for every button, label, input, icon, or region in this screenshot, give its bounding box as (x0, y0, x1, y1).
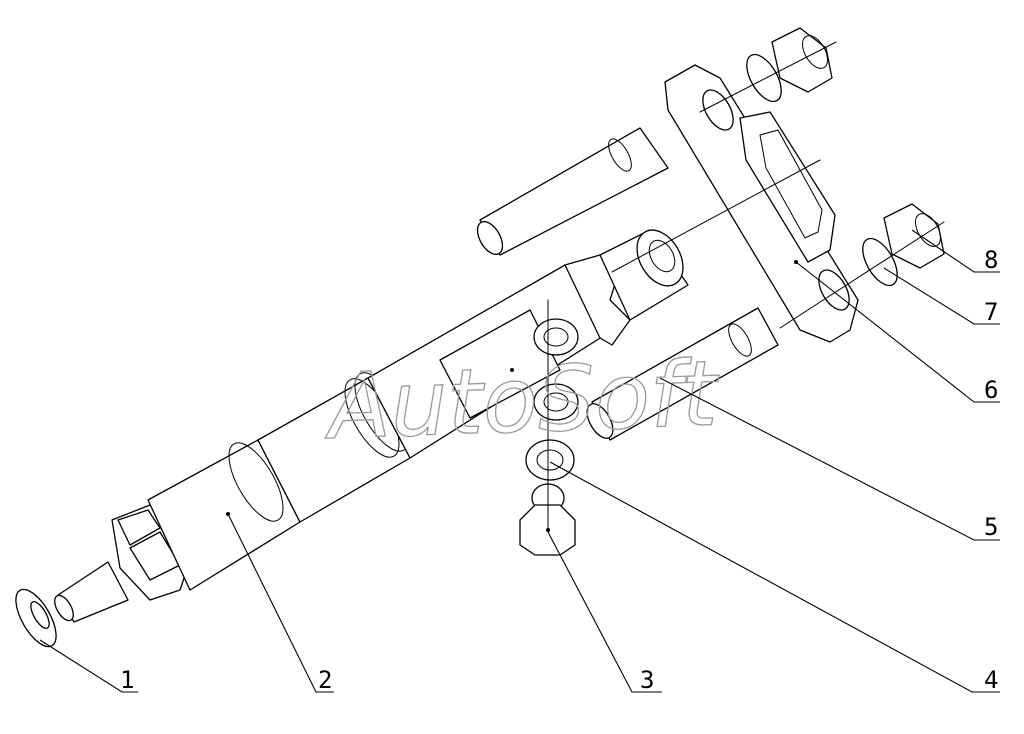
washer-part-1 (15, 588, 57, 648)
callout-5: 5 (659, 377, 1000, 541)
injector-body-part-2 (54, 229, 689, 623)
stud-part-5 (476, 127, 779, 441)
callout-label-6: 6 (984, 376, 998, 404)
callout-6: 6 (795, 261, 1000, 404)
callout-label-2: 2 (318, 666, 332, 694)
callout-label-4: 4 (984, 666, 998, 694)
clamp-plate-part-6 (664, 64, 859, 343)
callout-3: 3 (547, 531, 662, 694)
callout-4: 4 (549, 461, 1000, 694)
callout-label-7: 7 (984, 298, 998, 326)
callout-8: 8 (911, 229, 1000, 274)
watermark-text: AutoSoft (322, 341, 722, 460)
callout-label-8: 8 (984, 246, 998, 274)
callout-7: 7 (883, 267, 1000, 326)
callout-label-5: 5 (984, 513, 998, 541)
seal-ring-part-4 (525, 318, 579, 481)
banjo-bolt-part-3 (519, 299, 576, 556)
callout-2: 2 (227, 513, 334, 694)
callout-label-1: 1 (120, 666, 134, 694)
callout-label-3: 3 (640, 666, 654, 694)
callout-1: 1 (39, 639, 138, 694)
